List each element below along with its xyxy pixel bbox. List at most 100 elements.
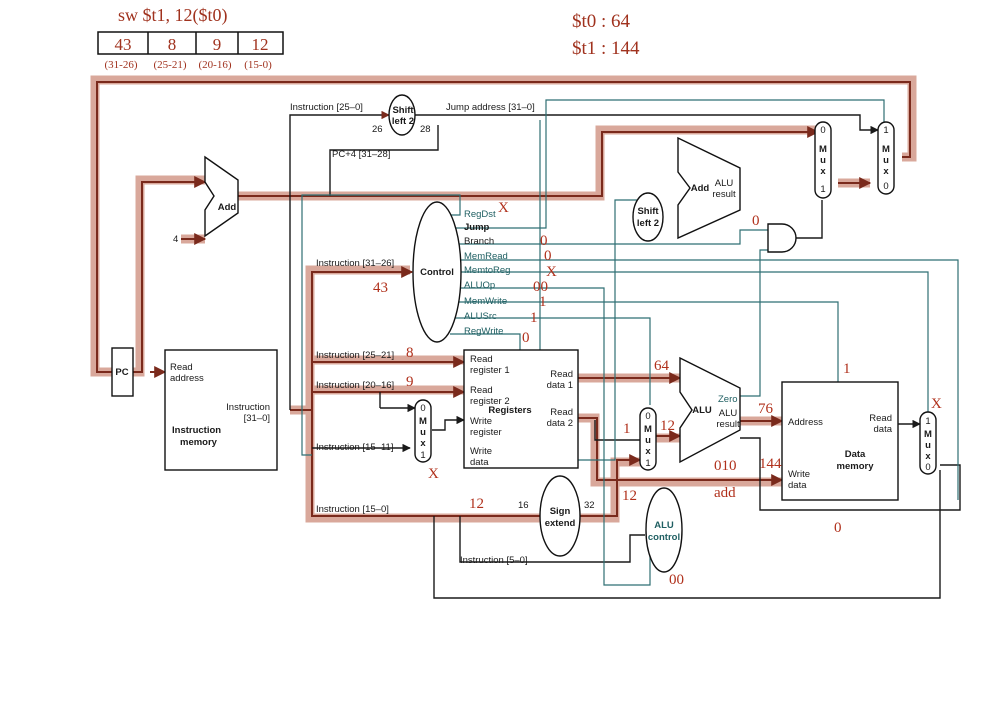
main-alu bbox=[679, 356, 741, 464]
svg-text:Data: Data bbox=[845, 449, 866, 460]
datapath-annotations: 43 8 9 X 12 12 1 12 64 76 144 010 add 00… bbox=[373, 213, 942, 588]
svg-text:Sign: Sign bbox=[550, 506, 571, 517]
branch-mux bbox=[814, 121, 832, 199]
control-unit bbox=[412, 201, 462, 343]
imem-read-l1: Read bbox=[170, 362, 193, 373]
const-four: 4 bbox=[173, 234, 178, 245]
registers-label: Registers bbox=[488, 405, 531, 416]
pc-adder bbox=[204, 155, 239, 238]
dmem-address: Address bbox=[788, 417, 823, 428]
branch-and-gate bbox=[767, 223, 797, 253]
val-memread: 0 bbox=[544, 248, 552, 264]
val-regdst: X bbox=[498, 200, 509, 216]
branch-adder-result-l2: result bbox=[712, 189, 736, 200]
wire-jump-addr: Jump address [31–0] bbox=[446, 102, 535, 113]
instruction-text: sw $t1, 12($t0) bbox=[118, 5, 228, 25]
svg-text:x: x bbox=[883, 166, 889, 177]
svg-text:u: u bbox=[820, 155, 826, 166]
svg-text:1: 1 bbox=[820, 184, 825, 195]
svg-text:x: x bbox=[925, 451, 931, 462]
wire-28: 28 bbox=[420, 124, 431, 135]
wire-26: 26 bbox=[372, 124, 383, 135]
ann-alu-result: 76 bbox=[758, 401, 774, 417]
ann-and-out: 0 bbox=[752, 213, 760, 229]
alu-control bbox=[645, 487, 683, 573]
wire-16: 16 bbox=[518, 500, 529, 511]
ann-alu-ctl-in: 00 bbox=[669, 572, 684, 588]
svg-text:M: M bbox=[419, 416, 427, 427]
pc-label: PC bbox=[115, 367, 128, 378]
shift-left-mid-l1: Shift bbox=[637, 206, 659, 217]
val-alusrc: 1 bbox=[530, 310, 538, 326]
svg-text:0: 0 bbox=[420, 403, 425, 414]
svg-text:data: data bbox=[874, 424, 893, 435]
sig-memread: MemRead bbox=[464, 251, 508, 262]
field-rs: 8 bbox=[168, 35, 177, 54]
svg-text:register 1: register 1 bbox=[470, 365, 510, 376]
svg-text:u: u bbox=[883, 155, 889, 166]
svg-text:0: 0 bbox=[925, 462, 930, 473]
ann-memread: 1 bbox=[843, 361, 851, 377]
sig-jump: Jump bbox=[464, 222, 490, 233]
svg-text:x: x bbox=[420, 438, 426, 449]
inactive-wires bbox=[289, 110, 961, 599]
sig-memtoreg: MemtoReg bbox=[464, 265, 510, 276]
svg-text:data: data bbox=[788, 480, 807, 491]
ann-memread-bottom: 0 bbox=[834, 520, 842, 536]
ann-memtoreg: X bbox=[931, 396, 942, 412]
bits-rt: (20-16) bbox=[199, 59, 232, 71]
shift-left-mid-l2: left 2 bbox=[637, 218, 659, 229]
ann-alu-ctl: 010 bbox=[714, 458, 737, 474]
svg-text:memory: memory bbox=[837, 461, 875, 472]
svg-text:register: register bbox=[470, 427, 502, 438]
svg-text:Read: Read bbox=[869, 413, 892, 424]
svg-text:extend: extend bbox=[545, 518, 576, 529]
bits-op: (31-26) bbox=[105, 59, 138, 71]
ann-regdst-mux: X bbox=[428, 466, 439, 482]
ann-alusrc-out: 12 bbox=[660, 418, 675, 434]
instruction-memory bbox=[164, 349, 278, 471]
wire-instr-25-21: Instruction [25–21] bbox=[316, 350, 394, 361]
sig-memwrite: MemWrite bbox=[464, 296, 507, 307]
svg-text:ALU: ALU bbox=[719, 408, 738, 419]
wire-pc4: PC+4 [31–28] bbox=[332, 149, 390, 160]
sign-extend bbox=[539, 475, 581, 557]
jump-mux bbox=[877, 121, 895, 195]
svg-text:M: M bbox=[644, 424, 652, 435]
svg-text:1: 1 bbox=[925, 416, 930, 427]
svg-text:data: data bbox=[470, 457, 489, 468]
svg-text:register 2: register 2 bbox=[470, 396, 510, 407]
ann-write-data: 144 bbox=[759, 456, 782, 472]
pc-adder-label: Add bbox=[218, 202, 237, 213]
svg-text:M: M bbox=[819, 144, 827, 155]
data-memory bbox=[781, 381, 899, 501]
svg-text:Read: Read bbox=[550, 369, 573, 380]
svg-text:data 1: data 1 bbox=[547, 380, 573, 391]
ann-sign-ext-out: 12 bbox=[622, 488, 637, 504]
shift-left-top bbox=[388, 94, 416, 136]
branch-adder-label: Add bbox=[691, 183, 710, 194]
imem-instr-l1: Instruction bbox=[226, 402, 270, 413]
svg-text:Read: Read bbox=[470, 354, 493, 365]
svg-text:Write: Write bbox=[470, 446, 492, 457]
svg-text:M: M bbox=[924, 429, 932, 440]
shift-left-top-l1: Shift bbox=[392, 105, 414, 116]
shift-left-mid bbox=[632, 192, 664, 242]
wire-instr-31-26: Instruction [31–26] bbox=[316, 258, 394, 269]
field-op: 43 bbox=[115, 35, 132, 54]
svg-text:data 2: data 2 bbox=[547, 418, 573, 429]
imem-instr-l2: [31–0] bbox=[244, 413, 270, 424]
imem-name-l2: memory bbox=[180, 437, 218, 448]
val-memtoreg: X bbox=[546, 264, 557, 280]
branch-adder-result-l1: ALU bbox=[715, 178, 734, 189]
svg-text:ALU: ALU bbox=[654, 520, 674, 531]
sig-regdst: RegDst bbox=[464, 209, 496, 220]
svg-text:1: 1 bbox=[420, 450, 425, 461]
svg-text:u: u bbox=[925, 440, 931, 451]
alu-zero: Zero bbox=[718, 394, 738, 405]
field-rt: 9 bbox=[213, 35, 222, 54]
control-signal-values: X 0 0 X 00 1 1 0 bbox=[498, 200, 557, 346]
ann-alu-op: add bbox=[714, 485, 736, 501]
branch-adder bbox=[677, 136, 741, 240]
svg-text:1: 1 bbox=[883, 125, 888, 136]
